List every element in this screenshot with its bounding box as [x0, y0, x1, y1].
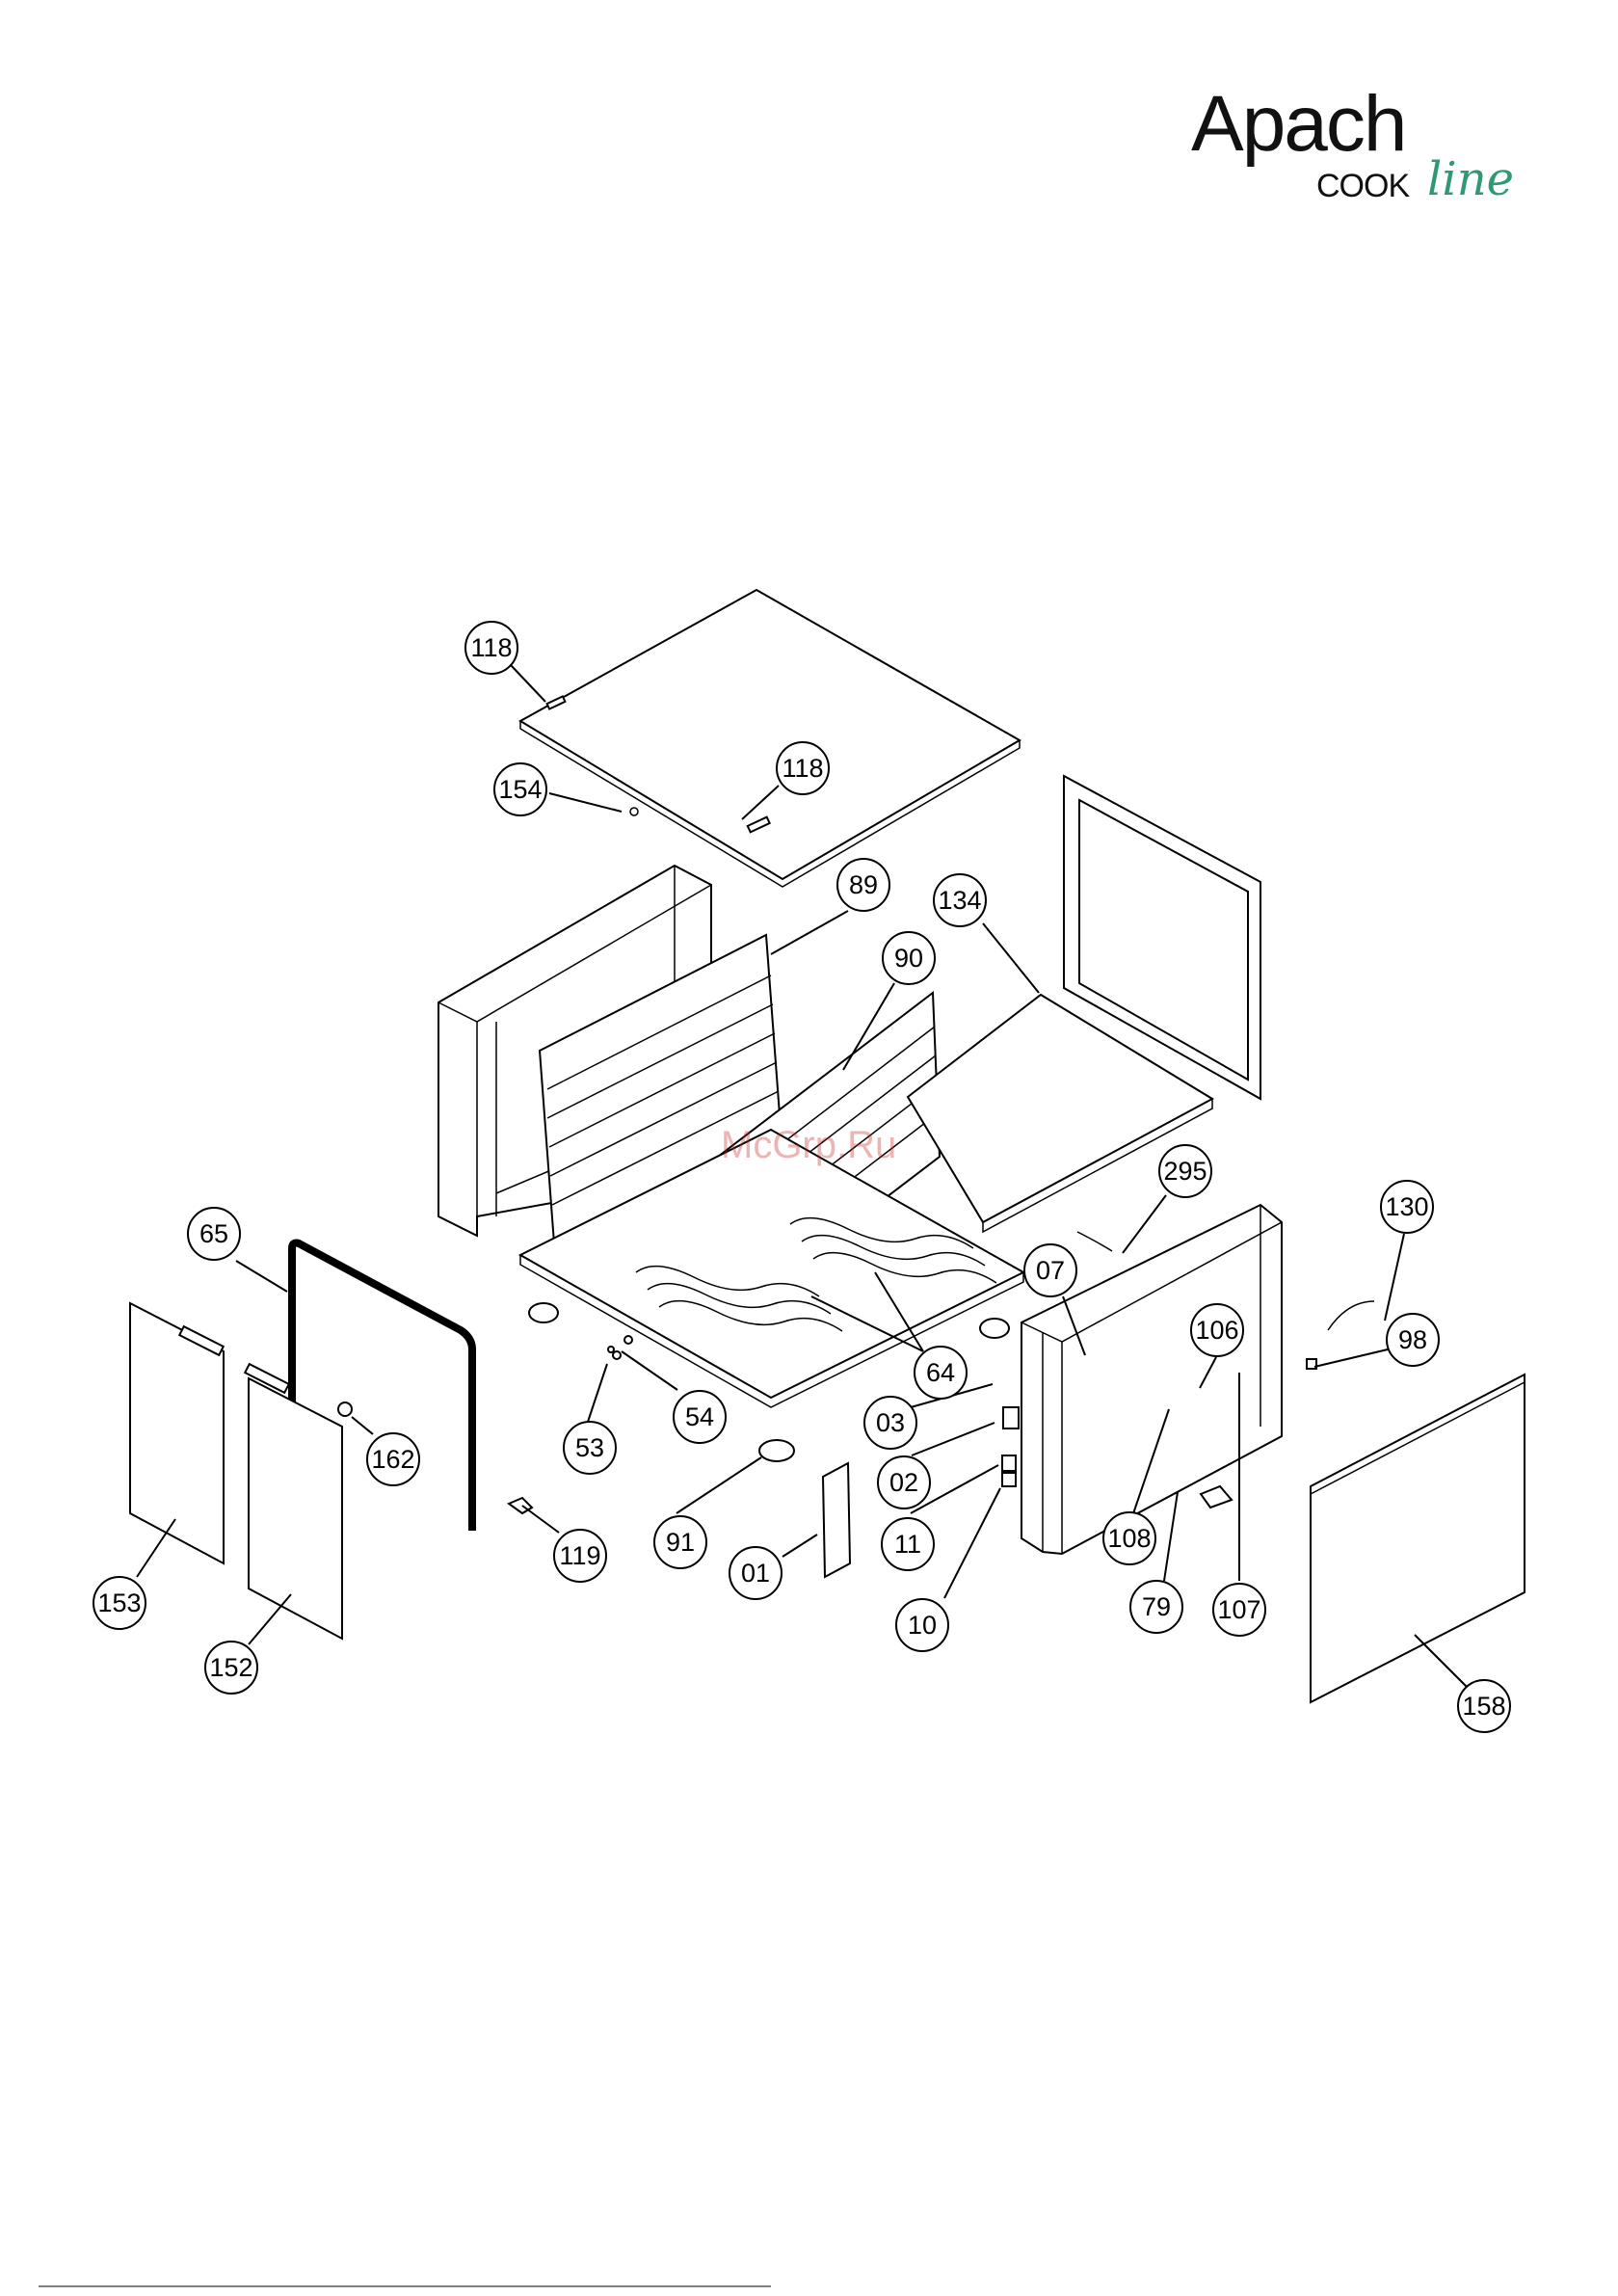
callout-154: 154	[494, 763, 546, 815]
callout-118-mid: 118	[777, 742, 829, 794]
callout-64: 64	[915, 1347, 967, 1399]
watermark: McGrp.Ru	[721, 1126, 896, 1164]
callout-90: 90	[883, 932, 935, 984]
callout-02: 02	[878, 1456, 930, 1508]
callout-295: 295	[1159, 1145, 1211, 1197]
svg-text:11: 11	[894, 1530, 921, 1559]
callout-01: 01	[729, 1547, 782, 1599]
svg-text:07: 07	[1036, 1256, 1065, 1285]
callout-98: 98	[1387, 1314, 1439, 1366]
svg-text:108: 108	[1107, 1524, 1151, 1553]
svg-text:130: 130	[1385, 1192, 1428, 1221]
svg-text:89: 89	[849, 870, 878, 899]
svg-text:65: 65	[199, 1219, 228, 1248]
callout-03: 03	[864, 1397, 916, 1449]
callout-108: 108	[1103, 1512, 1155, 1564]
svg-text:53: 53	[575, 1433, 604, 1462]
svg-text:152: 152	[209, 1653, 252, 1682]
callout-07: 07	[1024, 1244, 1076, 1296]
svg-text:03: 03	[876, 1408, 905, 1437]
svg-text:01: 01	[741, 1559, 770, 1588]
callout-89: 89	[837, 859, 889, 911]
callout-153: 153	[93, 1577, 146, 1629]
callout-130: 130	[1381, 1181, 1433, 1233]
svg-text:106: 106	[1195, 1316, 1238, 1345]
callout-11: 11	[882, 1518, 934, 1570]
callout-107: 107	[1213, 1584, 1265, 1636]
callout-119: 119	[554, 1530, 606, 1582]
top-panel	[520, 590, 1020, 887]
svg-text:158: 158	[1462, 1692, 1505, 1721]
svg-text:162: 162	[371, 1445, 414, 1474]
svg-text:10: 10	[908, 1611, 937, 1640]
svg-text:154: 154	[498, 775, 542, 804]
svg-text:153: 153	[97, 1589, 141, 1617]
side-panel-158	[1311, 1375, 1525, 1702]
callout-134: 134	[934, 874, 986, 926]
svg-text:91: 91	[666, 1528, 695, 1557]
callout-53: 53	[564, 1422, 616, 1474]
callout-79: 79	[1130, 1581, 1182, 1633]
svg-text:107: 107	[1217, 1595, 1260, 1624]
svg-text:54: 54	[685, 1402, 714, 1431]
svg-text:295: 295	[1163, 1157, 1207, 1186]
door-panel-153	[130, 1303, 224, 1563]
svg-text:02: 02	[889, 1468, 918, 1497]
callout-54: 54	[674, 1391, 726, 1443]
svg-text:90: 90	[894, 944, 923, 973]
svg-text:118: 118	[470, 633, 512, 662]
callout-65: 65	[188, 1208, 240, 1260]
svg-text:79: 79	[1142, 1592, 1171, 1621]
door-panel-152	[245, 1364, 342, 1639]
svg-text:118: 118	[782, 754, 823, 783]
callout-10: 10	[896, 1599, 948, 1651]
callout-158: 158	[1458, 1680, 1510, 1732]
svg-text:134: 134	[938, 886, 981, 915]
callout-152: 152	[205, 1642, 257, 1694]
callout-118-top: 118	[465, 622, 517, 674]
callout-91: 91	[654, 1516, 706, 1568]
callout-106: 106	[1191, 1304, 1243, 1356]
svg-text:64: 64	[926, 1358, 955, 1387]
svg-text:98: 98	[1398, 1325, 1427, 1354]
svg-text:119: 119	[559, 1541, 600, 1570]
callout-162: 162	[367, 1433, 419, 1485]
